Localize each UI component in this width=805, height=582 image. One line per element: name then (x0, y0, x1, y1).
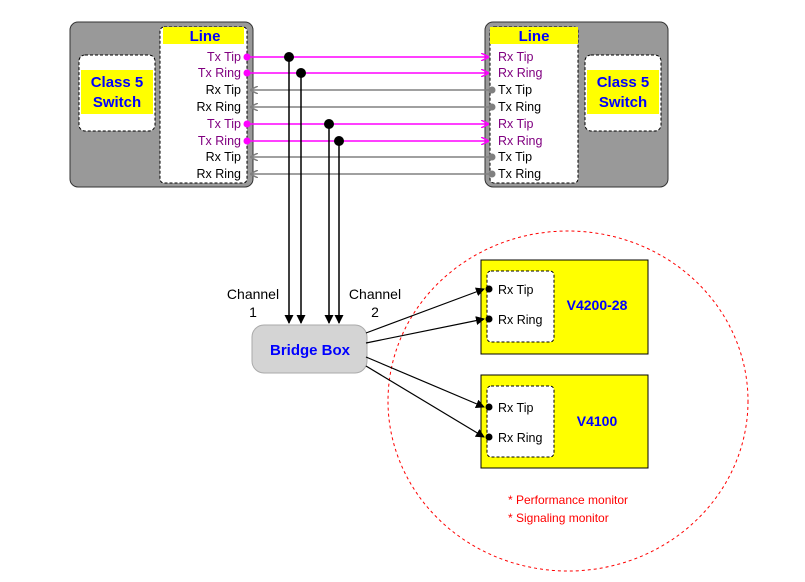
device-v4200-28-port-rx-ring: Rx Ring (498, 313, 543, 327)
device-v4100-port-box (486, 385, 555, 458)
bridge-to-v4100-ring (365, 365, 485, 438)
right-port-label: Rx Tip (498, 117, 533, 131)
channel-1-number: 1 (249, 304, 257, 320)
tap-dot (324, 119, 334, 129)
right-port-label: Rx Tip (498, 50, 533, 64)
wire-source-dot (243, 120, 251, 128)
port-dot (485, 285, 493, 293)
port-dot (485, 433, 493, 441)
channel-2-label: Channel (349, 286, 401, 302)
left-port-label: Tx Tip (207, 50, 241, 64)
wire-source-dot (488, 170, 496, 178)
note-signaling-monitor: * Signaling monitor (508, 511, 609, 525)
left-line-title-highlight (163, 27, 244, 44)
left-port-label: Rx Ring (197, 100, 242, 114)
wire-group (243, 53, 496, 178)
bridge-to-v4200-tip (365, 287, 485, 334)
bridge-taps (284, 52, 344, 324)
device-v4200-28-port-box (486, 270, 555, 343)
left-line-box (159, 26, 248, 184)
left-port-label: Rx Tip (206, 83, 241, 97)
device-v4200-28-name: V4200-28 (567, 297, 628, 313)
device-v4100-port-rx-tip: Rx Tip (498, 401, 533, 415)
left-switch-label-line1: Class 5 (91, 74, 144, 91)
right-switch-highlight (587, 70, 659, 114)
wire-source-dot (243, 53, 251, 61)
channel-1-label: Channel (227, 286, 279, 302)
right-switch-label-line1: Class 5 (597, 74, 650, 91)
device-v4100-name: V4100 (577, 413, 618, 429)
wire-source-dot (488, 103, 496, 111)
left-switch-highlight (81, 70, 153, 114)
monitor-zone-circle (387, 230, 749, 572)
bridge-box-label: Bridge Box (270, 342, 351, 359)
port-dot (485, 315, 493, 323)
bridge-outputs (365, 287, 485, 438)
tap-dot (284, 52, 294, 62)
right-switch-label-line2: Switch (599, 94, 647, 111)
right-line-title: Line (519, 28, 550, 45)
channel-2-number: 2 (371, 304, 379, 320)
left-port-label: Tx Ring (198, 134, 241, 148)
device-v4200-28-port-rx-tip: Rx Tip (498, 283, 533, 297)
right-line-title-highlight (490, 27, 578, 44)
right-port-label: Tx Ring (498, 167, 541, 181)
left-port-label: Tx Tip (207, 117, 241, 131)
device-v4200-28: Rx Tip Rx Ring V4200-28 (480, 259, 649, 355)
port-dot (485, 403, 493, 411)
left-switch-label-line2: Switch (93, 94, 141, 111)
left-port-label: Tx Ring (198, 66, 241, 80)
right-port-label: Tx Tip (498, 150, 532, 164)
right-port-label: Tx Ring (498, 100, 541, 114)
left-line-title: Line (190, 28, 221, 45)
tap-dot (334, 136, 344, 146)
wire-source-dot (488, 86, 496, 94)
wire-source-dot (488, 153, 496, 161)
bridge-to-v4100-tip (365, 356, 485, 409)
tap-dot (296, 68, 306, 78)
wire-source-dot (243, 69, 251, 77)
wire-source-dot (243, 137, 251, 145)
right-port-label: Tx Tip (498, 83, 532, 97)
bridge-to-v4200-ring (365, 316, 485, 344)
left-port-label: Rx Tip (206, 150, 241, 164)
device-v4100: Rx Tip Rx Ring V4100 (480, 374, 649, 469)
left-port-label: Rx Ring (197, 167, 242, 181)
device-v4100-port-rx-ring: Rx Ring (498, 431, 543, 445)
right-port-label: Rx Ring (498, 66, 543, 80)
bridge-box (251, 324, 368, 374)
note-performance-monitor: * Performance monitor (508, 493, 628, 507)
right-port-label: Rx Ring (498, 134, 543, 148)
